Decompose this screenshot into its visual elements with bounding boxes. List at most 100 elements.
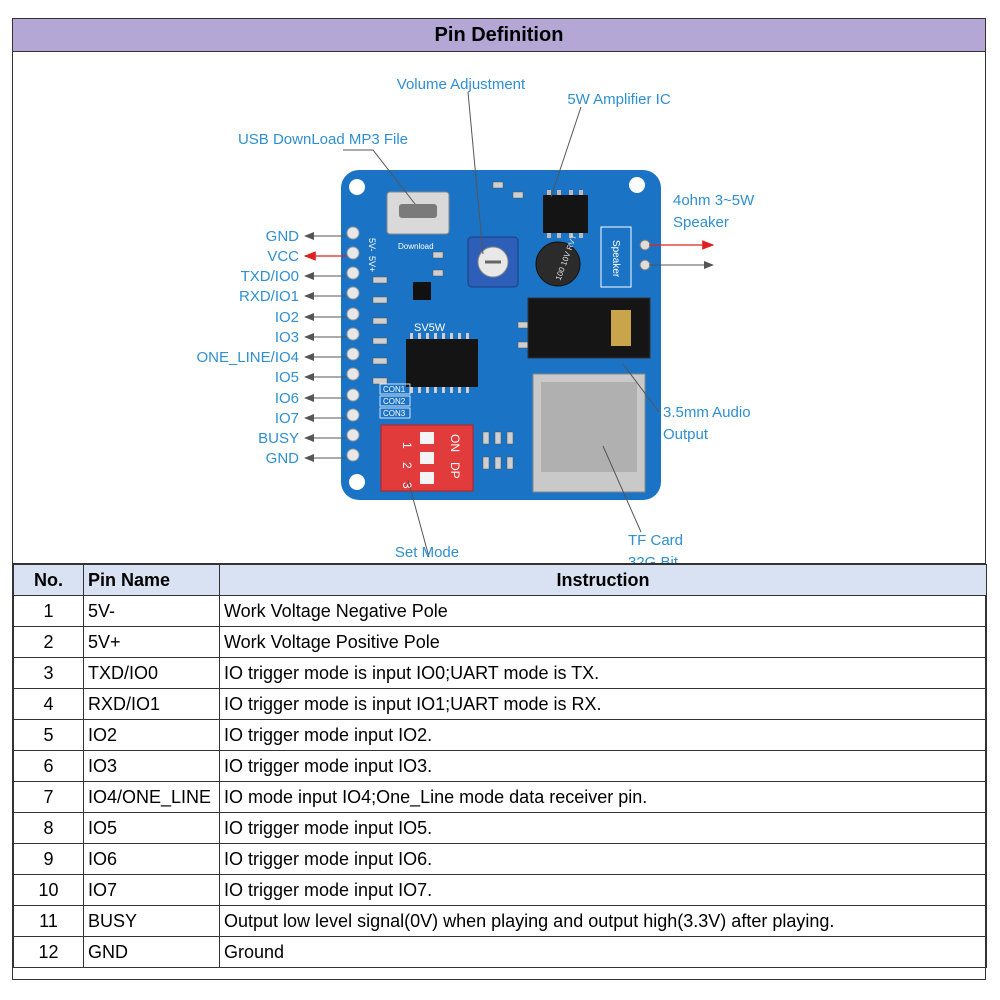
cell-instruction: Output low level signal(0V) when playing… [219, 905, 987, 937]
callout-speaker-line1: 4ohm 3~5W [673, 192, 755, 209]
cell-instruction: Work Voltage Positive Pole [219, 626, 987, 658]
dip-on: ON [448, 434, 462, 452]
pin-label-busy: BUSY [258, 430, 299, 447]
table-row: 1 5V- Work Voltage Negative Pole [13, 595, 987, 627]
table-row: 3 TXD/IO0 IO trigger mode is input IO0;U… [13, 657, 987, 689]
callout-speaker-line2: Speaker [673, 214, 729, 231]
callout-audio-line2: Output [663, 426, 709, 443]
page-title: Pin Definition [434, 23, 564, 46]
cell-no: 11 [13, 905, 84, 937]
tf-card-inner [541, 382, 637, 472]
table-row: 4 RXD/IO1 IO trigger mode is input IO1;U… [13, 688, 987, 720]
cell-instruction: IO mode input IO4;One_Line mode data rec… [219, 781, 987, 813]
table-row: 10 IO7 IO trigger mode input IO7. [13, 874, 987, 906]
mount-hole [629, 177, 645, 193]
table-row: 7 IO4/ONE_LINE IO mode input IO4;One_Lin… [13, 781, 987, 813]
cell-pin-name: GND [83, 936, 220, 968]
dip-num-3: 3 [400, 482, 414, 489]
pin-label-gnd-bottom: GND [266, 450, 300, 467]
audio-jack [527, 297, 651, 359]
table-row: 12 GND Ground [13, 936, 987, 968]
amp-ic-legs [547, 190, 583, 238]
pin-label-io3: IO3 [275, 329, 299, 346]
audio-jack-contact [611, 310, 631, 346]
cell-pin-name: IO2 [83, 719, 220, 751]
silk-download: Download [398, 242, 434, 251]
callout-audio-line1: 3.5mm Audio [663, 404, 751, 421]
pin-label-gnd-top: GND [266, 228, 300, 245]
speaker-terminal [600, 226, 632, 288]
dip-num-1: 1 [400, 442, 414, 449]
callout-usb-download: USB DownLoad MP3 File [238, 131, 408, 148]
callout-tf-line2: 32G Bit [628, 554, 679, 563]
module-figure: 5V- 5V+ Download [13, 52, 985, 564]
speaker-pad [639, 259, 651, 271]
pin-label-io6: IO6 [275, 390, 299, 407]
cell-instruction: IO trigger mode is input IO1;UART mode i… [219, 688, 987, 720]
cell-no: 6 [13, 750, 84, 782]
cell-instruction: Work Voltage Negative Pole [219, 595, 987, 627]
silk-con2: CON2 [383, 397, 406, 406]
pin-label-vcc: VCC [267, 248, 299, 265]
dip-dp: DP [448, 462, 462, 479]
dip-num-2: 2 [400, 462, 414, 469]
cell-pin-name: TXD/IO0 [83, 657, 220, 689]
table-row: 9 IO6 IO trigger mode input IO6. [13, 843, 987, 875]
header-pin-name: Pin Name [83, 564, 220, 596]
cell-pin-name: 5V+ [83, 626, 220, 658]
silk-con1: CON1 [383, 385, 406, 394]
cell-no: 10 [13, 874, 84, 906]
cell-instruction: IO trigger mode input IO3. [219, 750, 987, 782]
cell-instruction: IO trigger mode input IO6. [219, 843, 987, 875]
header-pins [346, 226, 360, 462]
cell-pin-name: 5V- [83, 595, 220, 627]
cell-pin-name: IO6 [83, 843, 220, 875]
cell-no: 12 [13, 936, 84, 968]
header-no: No. [13, 564, 84, 596]
amplifier-ic [543, 195, 588, 233]
cell-no: 4 [13, 688, 84, 720]
table-row: 11 BUSY Output low level signal(0V) when… [13, 905, 987, 937]
regulator-chip [413, 282, 431, 300]
mount-hole [349, 474, 365, 490]
pin-label-txd-io0: TXD/IO0 [241, 268, 299, 285]
cell-pin-name: IO7 [83, 874, 220, 906]
smd-parts [372, 181, 529, 470]
callout-tf-line1: TF Card [628, 532, 683, 549]
pin-table: No. Pin Name Instruction 1 5V- Work Volt… [13, 564, 987, 968]
dip-toggle [420, 452, 434, 464]
dip-toggle [420, 472, 434, 484]
pin-label-rxd-io1: RXD/IO1 [239, 288, 299, 305]
mount-hole [349, 179, 365, 195]
cell-instruction: IO trigger mode is input IO0;UART mode i… [219, 657, 987, 689]
pin-definition-sheet: Pin Definition [12, 18, 987, 980]
cell-no: 9 [13, 843, 84, 875]
cell-no: 2 [13, 626, 84, 658]
usb-opening [399, 204, 437, 218]
header-instruction: Instruction [219, 564, 987, 596]
cell-pin-name: RXD/IO1 [83, 688, 220, 720]
cell-instruction: IO trigger mode input IO2. [219, 719, 987, 751]
electrolytic-capacitor [535, 241, 581, 287]
table-row: 2 5V+ Work Voltage Positive Pole [13, 626, 987, 658]
silk-5v-minus: 5V- [367, 238, 377, 252]
cell-pin-name: BUSY [83, 905, 220, 937]
cell-no: 5 [13, 719, 84, 751]
pin-label-one-line-io4: ONE_LINE/IO4 [196, 349, 299, 366]
silk-chip: SV5W [414, 322, 446, 334]
cell-pin-name: IO3 [83, 750, 220, 782]
pin-label-io7: IO7 [275, 410, 299, 427]
cell-no: 3 [13, 657, 84, 689]
callout-lines [343, 91, 660, 558]
silk-5v-plus: 5V+ [367, 256, 377, 272]
pin-label-io2: IO2 [275, 309, 299, 326]
silk-speaker: Speaker [610, 240, 621, 278]
callout-set-mode: Set Mode [395, 544, 459, 561]
cell-pin-name: IO5 [83, 812, 220, 844]
pin-arrows [304, 232, 346, 462]
main-chip-legs [410, 333, 469, 393]
cell-instruction: IO trigger mode input IO5. [219, 812, 987, 844]
main-chip [406, 339, 478, 387]
cell-instruction: Ground [219, 936, 987, 968]
table-row: 5 IO2 IO trigger mode input IO2. [13, 719, 987, 751]
